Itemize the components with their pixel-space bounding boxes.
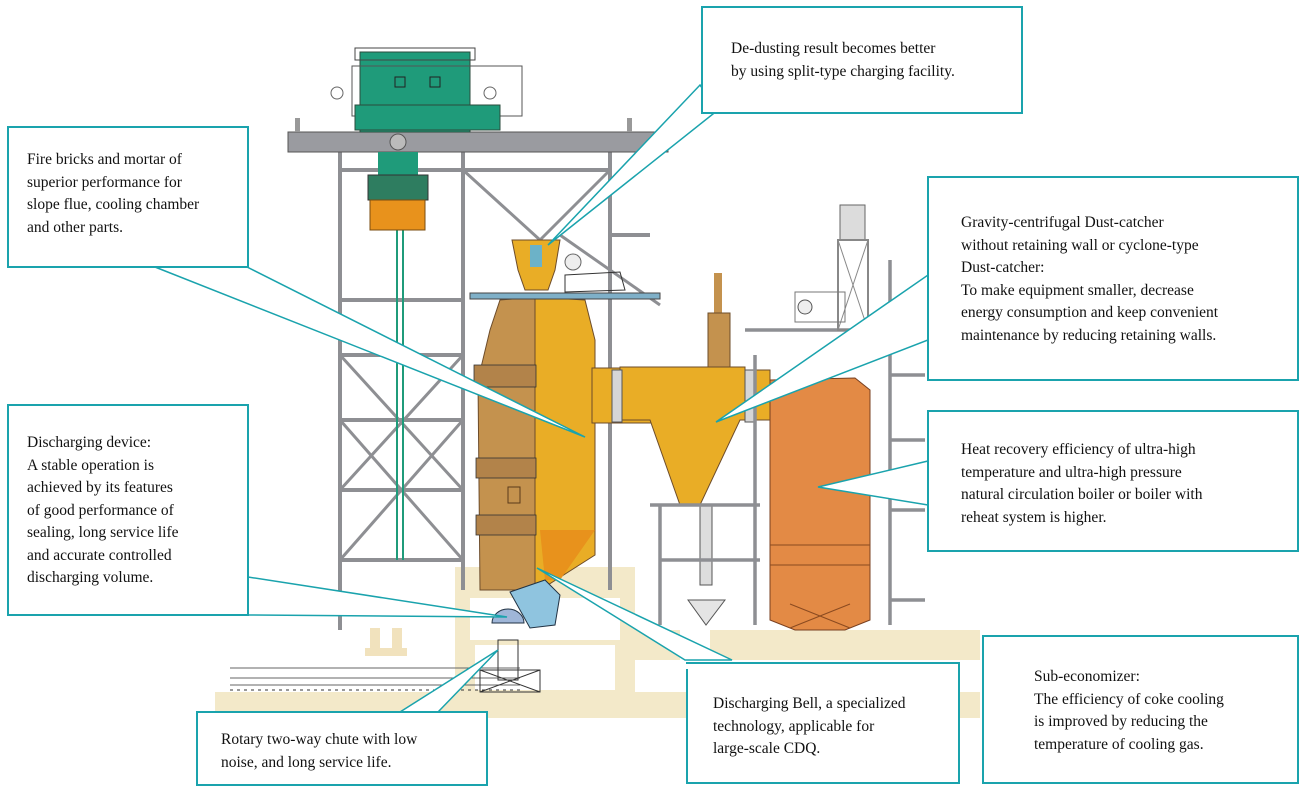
charging-car — [330, 47, 523, 133]
callout-rotary-chute-text: Rotary two-way chute with low noise, and… — [221, 731, 418, 771]
callout-box-rotary-chute — [196, 711, 488, 786]
callout-boxes — [7, 6, 1299, 786]
callout-box-sub-economizer — [982, 635, 1299, 784]
callout-box-boiler — [927, 410, 1299, 552]
callout-refractory-text: Fire bricks and mortar of superior perfo… — [27, 151, 200, 236]
callout-discharging-bell-text: Discharging Bell, a specialized technolo… — [713, 695, 906, 757]
pointer-charging — [547, 83, 720, 246]
boiler — [769, 377, 871, 631]
discharging-equipment — [479, 579, 561, 693]
callout-charging-text: De-dusting result becomes better by usin… — [731, 40, 955, 80]
callout-box-discharging-device — [7, 404, 249, 616]
charging-device — [469, 239, 661, 300]
callout-pointers — [154, 83, 929, 713]
charging-hopper-left — [367, 152, 429, 231]
callout-sub-economizer-text: Sub-economizer: The efficiency of coke c… — [1034, 668, 1224, 753]
callout-dust-catcher-text: Gravity-centrifugal Dust-catcher without… — [961, 214, 1219, 344]
callout-box-discharging-bell — [686, 662, 960, 784]
callout-box-charging — [701, 6, 1023, 114]
stack-tower — [794, 204, 869, 331]
callout-boiler-text: Heat recovery efficiency of ultra-high t… — [961, 441, 1203, 526]
cooling-chamber — [473, 296, 596, 591]
green-chute-pipes — [396, 230, 404, 560]
callout-discharging-device-text: Discharging device: A stable operation i… — [27, 434, 179, 586]
callout-box-dust-catcher — [927, 176, 1299, 381]
callout-box-refractory — [7, 126, 249, 268]
top-platform — [287, 118, 669, 153]
pointer-discharging-bell — [536, 567, 733, 661]
